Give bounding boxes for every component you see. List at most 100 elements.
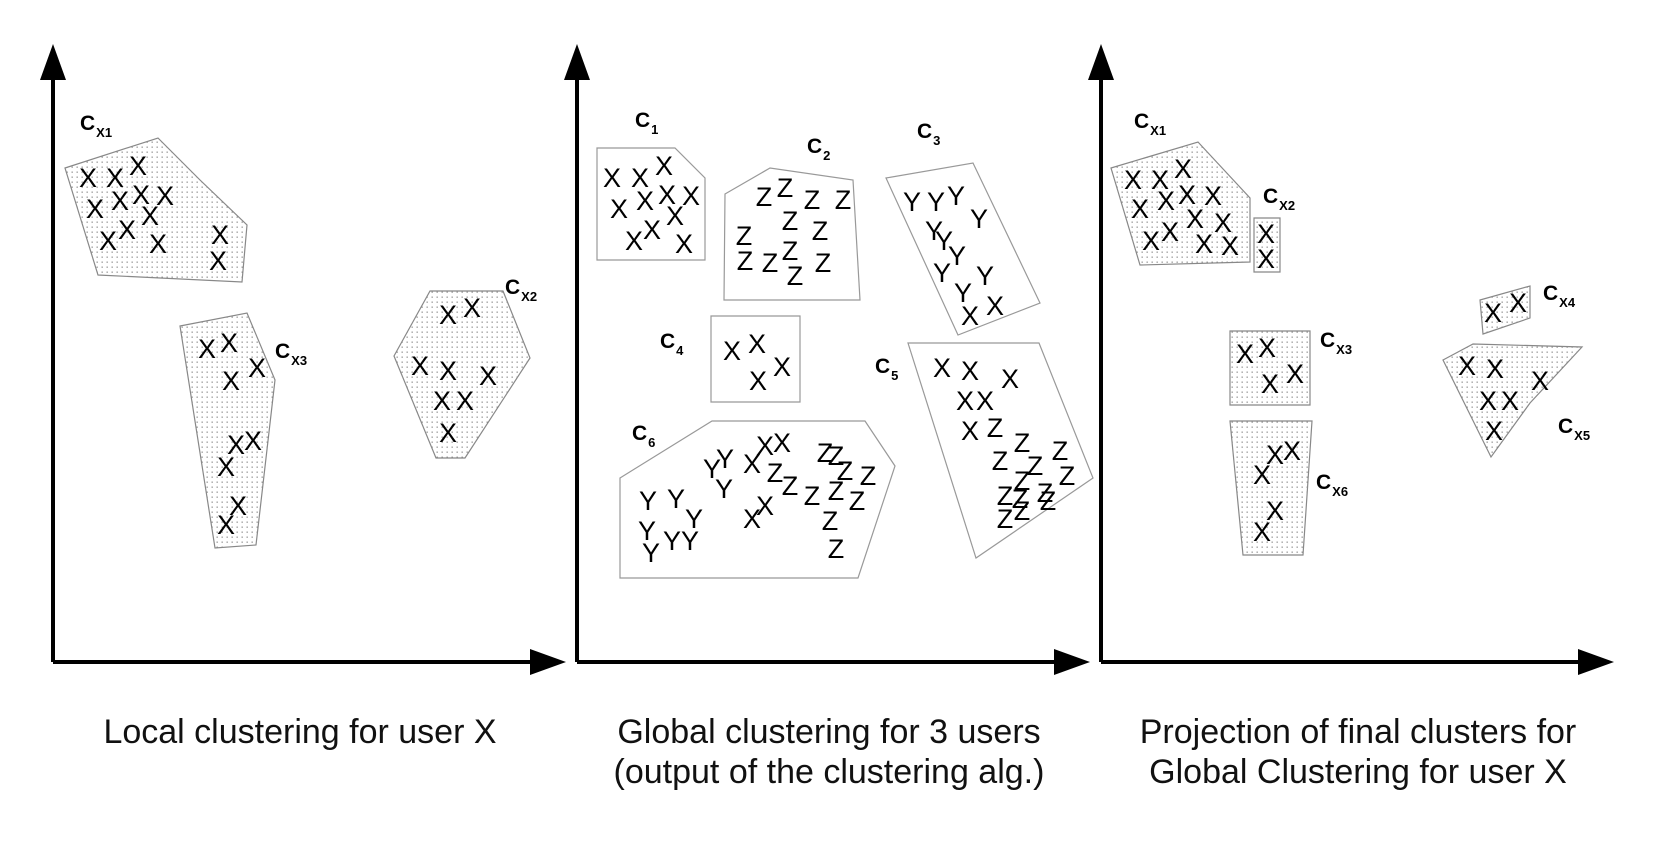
point-y: Y [638,516,656,546]
cluster-hull [1442,343,1584,459]
point-x: X [1286,359,1304,389]
cluster-hull [723,167,861,301]
point-y: Y [935,226,953,256]
point-x: X [773,352,791,382]
cluster-label-cx1: CX1 [1134,110,1166,138]
point-z: Z [762,248,779,278]
caption-line: Local clustering for user X [103,713,497,751]
point-z: Z [828,441,845,471]
point-z: Z [782,236,799,266]
caption-global: Global clustering for 3 users (output of… [569,712,1089,792]
point-x: X [1236,339,1254,369]
point-x: X [129,151,147,181]
cluster-hull [64,137,248,283]
point-x: X [111,186,129,216]
cluster-cx2 [1253,217,1281,273]
cluster-c2 [723,167,861,301]
point-x: X [106,163,124,193]
point-x: X [1458,351,1476,381]
cluster-c1 [596,147,706,261]
cluster-cx6 [1229,420,1313,556]
caption-line: Global clustering for 3 users [617,713,1041,751]
point-x: X [220,328,238,358]
point-x: X [217,510,235,540]
point-z: Z [817,438,834,468]
panel-global-axes [575,70,1064,664]
point-x: X [86,194,104,224]
point-z: Z [828,534,845,564]
point-x: X [986,291,1004,321]
point-x: X [961,301,979,331]
point-z: Z [849,486,866,516]
point-y: Y [970,204,988,234]
point-x: X [658,180,676,210]
cluster-hull [393,290,531,459]
point-x: X [1131,194,1149,224]
point-x: X [666,201,684,231]
point-x: X [643,215,661,245]
cluster-label-cx6: CX6 [1316,471,1348,499]
point-z: Z [812,216,829,246]
point-x: X [1253,517,1271,547]
point-x: X [222,366,240,396]
cluster-hull [710,315,801,403]
point-x: X [655,151,673,181]
cluster-hull [885,162,1041,336]
point-z: Z [997,504,1014,534]
point-x: X [149,229,167,259]
y-axis-arrowhead [1088,44,1114,80]
caption-local: Local clustering for user X [40,712,560,752]
point-x: X [1214,208,1232,238]
point-x: X [976,386,994,416]
point-x: X [1161,217,1179,247]
point-x: X [961,356,979,386]
point-x: X [1178,180,1196,210]
point-x: X [743,449,761,479]
point-z: Z [1027,451,1044,481]
point-x: X [743,504,761,534]
point-z: Z [860,461,877,491]
point-x: X [211,220,229,250]
point-z: Z [1040,486,1057,516]
point-x: X [1124,165,1142,195]
point-x: X [1266,440,1284,470]
cluster-cx1 [64,137,248,283]
point-z: Z [1014,466,1031,496]
cluster-cx2 [393,290,531,459]
cluster-hull [1253,217,1281,273]
cluster-cx4 [1479,285,1531,335]
point-x: X [433,386,451,416]
point-y: Y [903,187,921,217]
point-y: Y [681,526,699,556]
cluster-label-cx2: CX2 [505,276,537,304]
point-x: X [756,431,774,461]
cluster-cx5 [1442,343,1584,459]
point-z: Z [992,446,1009,476]
point-z: Z [767,458,784,488]
point-y: Y [685,504,703,534]
point-y: Y [715,474,733,504]
point-z: Z [782,206,799,236]
point-z: Z [837,456,854,486]
caption-projection: Projection of final clusters for Global … [1098,712,1618,792]
point-x: X [411,351,429,381]
cluster-hull [596,147,706,261]
cluster-cx3 [1229,330,1311,406]
point-z: Z [828,476,845,506]
point-x: X [1485,416,1503,446]
point-z: Z [1052,436,1069,466]
point-y: Y [703,454,721,484]
point-y: Y [639,486,657,516]
point-x: X [748,329,766,359]
point-z: Z [997,481,1014,511]
point-x: X [1001,364,1019,394]
y-axis-arrowhead [40,44,66,80]
cluster-c3 [885,162,1041,336]
cluster-cx1 [1110,141,1251,266]
point-x: X [79,163,97,193]
point-y: Y [976,261,994,291]
panel-local-axes [51,70,540,664]
